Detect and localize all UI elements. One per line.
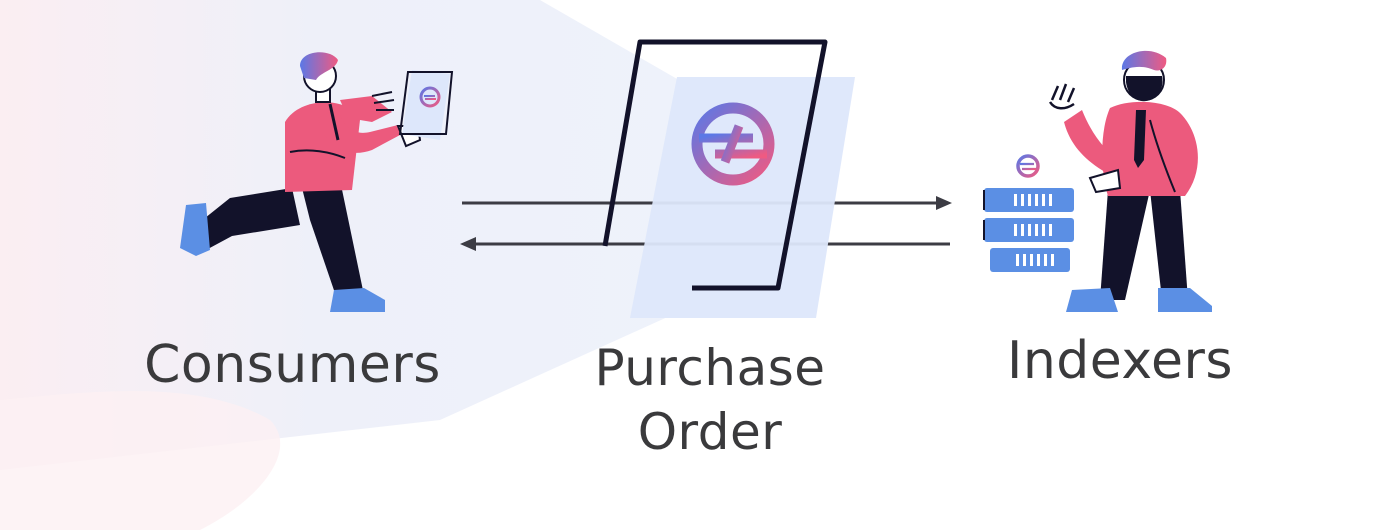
purchase-order-document — [602, 39, 855, 318]
subquery-logo-icon — [691, 102, 775, 186]
server-rack-icon — [983, 154, 1074, 272]
document-icon — [398, 70, 454, 140]
consumers-label: Consumers — [144, 335, 441, 395]
consumer-figure — [180, 52, 454, 312]
indexer-figure — [1048, 50, 1212, 312]
background-shape — [0, 0, 705, 530]
purchase-order-label-line2: Order — [637, 403, 783, 461]
subquery-logo-icon — [1016, 154, 1040, 178]
indexers-label: Indexers — [1006, 331, 1233, 391]
subquery-logo-icon — [419, 86, 441, 108]
purchase-order-label: Purchase Order — [540, 336, 880, 464]
purchase-order-label-line1: Purchase — [594, 339, 826, 397]
